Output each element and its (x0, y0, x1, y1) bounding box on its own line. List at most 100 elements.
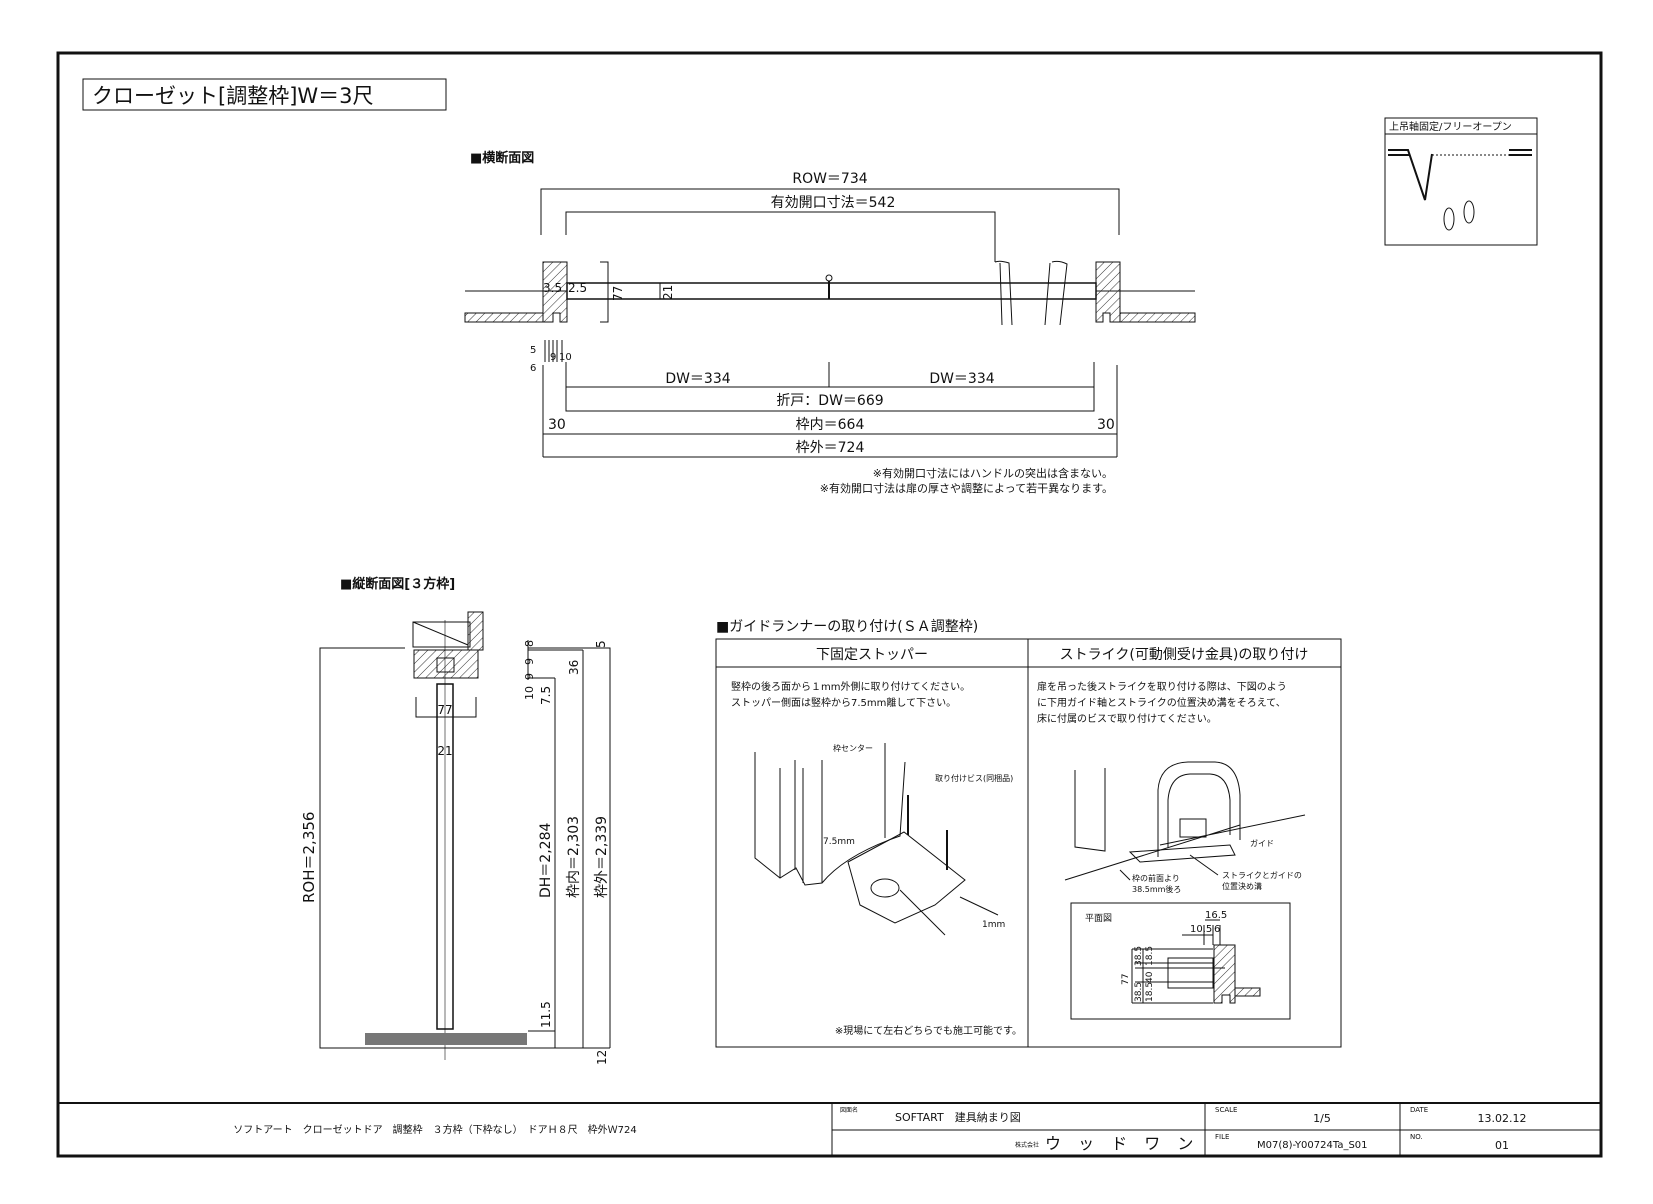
frame-outer-width: 枠外＝724 (796, 440, 865, 456)
dim-6: 6 (530, 363, 536, 374)
stopper-note: ※現場にて左右どちらでも施工可能です。 (835, 1024, 1022, 1037)
strike-header: ストライク(可動側受け金具)の取り付け (1060, 647, 1309, 663)
vertical-section: ■縦断面図[３方枠] 77 21 ROH＝2,356 8 9 9 10 5 36… (300, 576, 611, 1065)
drawing-description: ソフトアート クローゼットドア 調整枠 ３方枠（下枠なし） ドアＨ８尺 枠外Ｗ7… (233, 1123, 637, 1136)
footprint-icon (1463, 200, 1475, 224)
strike-text-2: に下用ガイド軸とストライクの位置決め溝をそろえて、 (1037, 696, 1286, 709)
stopper-illustration: 枠センター 取り付けビス(同梱品) 7.5mm 1mm (754, 743, 1013, 936)
plan-view-title: 平面図 (1085, 913, 1112, 924)
roh-dimension: ROH＝2,356 (300, 812, 318, 903)
plan-dim-38-5a: 38.5 (1134, 946, 1144, 966)
dim-16-5: 16.5 (1205, 910, 1227, 921)
date-label: DATE (1410, 1106, 1428, 1114)
dim-9b: 9 (523, 673, 536, 680)
dim-10: 10 (559, 352, 572, 363)
floor-hatch-left (464, 312, 544, 323)
dw-right: DW＝334 (929, 371, 994, 387)
file-label: FILE (1215, 1133, 1229, 1141)
dim-77: 77 (611, 286, 625, 301)
pivot-icon (825, 274, 833, 282)
guide-runner-heading: ■ガイドランナーの取り付け(ＳＡ調整枠) (716, 619, 978, 635)
strike-text-1: 扉を吊った後ストライクを取り付ける際は、下図のよう (1037, 680, 1287, 693)
company-name: ウ ッ ド ワ ン (1045, 1134, 1199, 1153)
dim-21-vertical: 21 (437, 744, 452, 758)
front-label-2: 38.5mm後ろ (1132, 884, 1181, 894)
plan-dim-18-5a: 18.5 (1145, 946, 1155, 966)
vertical-section-heading: ■縦断面図[３方枠] (340, 576, 455, 592)
strike-text-3: 床に付属のビスで取り付けてください。 (1037, 712, 1217, 725)
dim-11-5: 11.5 (539, 1001, 553, 1028)
jamb-right (1095, 261, 1121, 323)
folding-door-width (565, 386, 1095, 412)
strike-illustration: ガイド 枠の前面より 38.5mm後ろ ストライクとガイドの 位置決め溝 (1064, 761, 1306, 894)
groove-label-1: ストライクとガイドの (1222, 870, 1302, 880)
guide-runner-section: ■ガイドランナーの取り付け(ＳＡ調整枠) 下固定ストッパー ストライク(可動側受… (715, 619, 1342, 1048)
dim-21: 21 (661, 285, 675, 300)
floor-hatch-right (1119, 312, 1196, 323)
dw-left: DW＝334 (665, 371, 730, 387)
title-block: ソフトアート クローゼットドア 調整枠 ３方枠（下枠なし） ドアＨ８尺 枠外Ｗ7… (58, 1102, 1601, 1156)
plan-dim-40: 40 (1145, 971, 1155, 983)
dim-3-5: 3.5 (543, 281, 562, 295)
note-2: ※有効開口寸法は扉の厚さや調整によって若干異なります。 (820, 481, 1113, 495)
horizontal-section-heading: ■横断面図 (470, 150, 534, 166)
dh-dimension: DH＝2,284 (538, 823, 554, 898)
folding-door-dimension: 折戸：DW＝669 (776, 393, 883, 409)
row-dimension: ROW＝734 (792, 171, 867, 187)
plan-dim-38-5b: 38.5 (1134, 982, 1144, 1002)
folding-door-symbol (1388, 149, 1433, 201)
plan-dim-18-5b: 18.5 (1145, 982, 1155, 1002)
company-prefix: 株式会社 (1015, 1141, 1039, 1149)
scale-value: 1/5 (1313, 1112, 1331, 1125)
dim-10: 10 (523, 686, 536, 700)
no-label: NO. (1410, 1133, 1423, 1141)
date-value: 13.02.12 (1478, 1112, 1527, 1125)
horizontal-section: ■横断面図 ROW＝734 有効開口寸法＝542 3.5 2.5 77 21 5… (464, 150, 1196, 495)
dim-77-vertical: 77 (437, 703, 452, 717)
frame-inner-width: 枠内＝664 (796, 417, 865, 433)
frame-center-label: 枠センター (833, 743, 873, 753)
drawing-name: SOFTART 建具納まり図 (895, 1110, 1021, 1124)
dim-8: 8 (523, 640, 536, 647)
dim-7-5: 7.5 (539, 686, 553, 705)
opening-legend: 上吊軸固定/フリーオープン (1384, 117, 1538, 246)
sheet-title: クローゼット[調整枠]W＝3尺 (82, 78, 447, 111)
stopper-header: 下固定ストッパー (816, 647, 928, 663)
dim-5: 5 (530, 345, 536, 356)
groove-label-2: 位置決め溝 (1222, 881, 1262, 891)
plan-dim-77: 77 (1121, 974, 1131, 985)
dim-2-5: 2.5 (568, 281, 587, 295)
dim-12: 12 (595, 1050, 609, 1065)
sheet-title-text: クローゼット[調整枠]W＝3尺 (92, 84, 374, 108)
head-jamb (413, 649, 479, 679)
dim-10-5: 10.5 (1190, 924, 1212, 935)
offset-1mm: 1mm (982, 920, 1005, 930)
dim-5-vertical: 5 (594, 640, 608, 648)
dim-9a: 9 (523, 658, 536, 665)
screw-label: 取り付けビス(同梱品) (935, 773, 1013, 783)
side-left-30: 30 (548, 417, 566, 433)
frame-outer-height: 枠外＝2,339 (594, 816, 610, 898)
footprint-icon (1443, 207, 1455, 231)
plan-view: 平面図 16.5 10.5 6 77 38.5 38.5 18.5 40 18.… (1070, 902, 1291, 1020)
offset-7-5mm: 7.5mm (823, 837, 855, 847)
sheet-border (56, 51, 1603, 1158)
dim-36: 36 (567, 660, 581, 675)
guide-label: ガイド (1250, 838, 1274, 848)
door-panel (566, 282, 1097, 300)
legend-label: 上吊軸固定/フリーオープン (1389, 120, 1512, 133)
drawing-name-label: 図面名 (840, 1106, 858, 1114)
no-value: 01 (1495, 1139, 1509, 1152)
side-right-30: 30 (1097, 417, 1115, 433)
dim-9: 9 (550, 352, 556, 363)
file-value: M07(8)-Y00724Ta_S01 (1257, 1140, 1368, 1151)
front-label-1: 枠の前面より (1132, 873, 1180, 883)
frame-inner-height: 枠内＝2,303 (566, 816, 582, 898)
stopper-text-2: ストッパー側面は竪枠から7.5mm離して下さい。 (731, 696, 956, 709)
floor (365, 1033, 527, 1045)
dim-6: 6 (1214, 924, 1220, 935)
stopper-text-1: 竪枠の後ろ面から１mm外側に取り付けてください。 (731, 680, 970, 693)
scale-label: SCALE (1215, 1106, 1237, 1114)
note-1: ※有効開口寸法にはハンドルの突出は含まない。 (873, 466, 1113, 480)
